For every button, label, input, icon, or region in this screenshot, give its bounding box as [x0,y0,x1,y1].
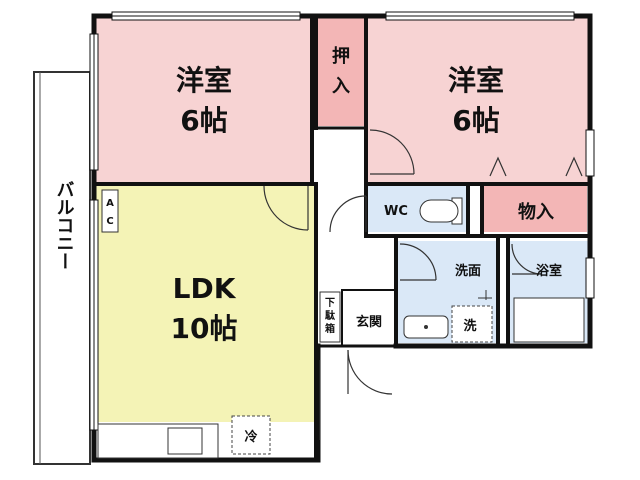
windows [89,11,595,431]
washroom-label: 洗面 [455,263,481,279]
toilet-bowl [419,199,459,223]
ldk-name: LDK [173,272,237,305]
wc-label: WC [384,204,408,219]
shoebox-label-1: 下 [325,297,335,309]
ac-label-1: A [106,198,114,209]
western-right-size: 6帖 [452,104,499,137]
ldk-size: 10帖 [171,312,238,345]
fixtures [97,189,585,459]
fridge-space [231,415,271,455]
western-left-size: 6帖 [180,104,227,137]
western-right-name: 洋室 [448,64,504,97]
fridge-label: 冷 [244,429,257,445]
ac-unit [101,189,119,233]
oshiire-label-2: 入 [332,76,350,97]
balcony [33,71,91,465]
doors [263,129,583,440]
shoebox [319,291,341,343]
ldk-room [96,184,314,422]
storage-label: 物入 [518,201,554,223]
balcony-label: バルコニー [54,180,75,270]
oshiire-closet [314,18,364,126]
kitchen-sink [167,427,203,455]
bathroom-label: 浴室 [536,263,562,279]
western-room-right [368,18,588,183]
storage-closet [483,186,587,232]
shoebox-label-3: 箱 [325,322,335,335]
shoebox-label-2: 駄 [325,309,336,322]
ac-label-2: C [106,216,113,227]
western-left-name: 洋室 [176,64,232,97]
washer-space [451,305,493,343]
bathtub [513,297,585,343]
western-room-left [96,18,312,182]
washer-label: 洗 [463,318,476,334]
entrance-label: 玄関 [356,314,382,330]
oshiire-label-1: 押 [332,45,350,67]
